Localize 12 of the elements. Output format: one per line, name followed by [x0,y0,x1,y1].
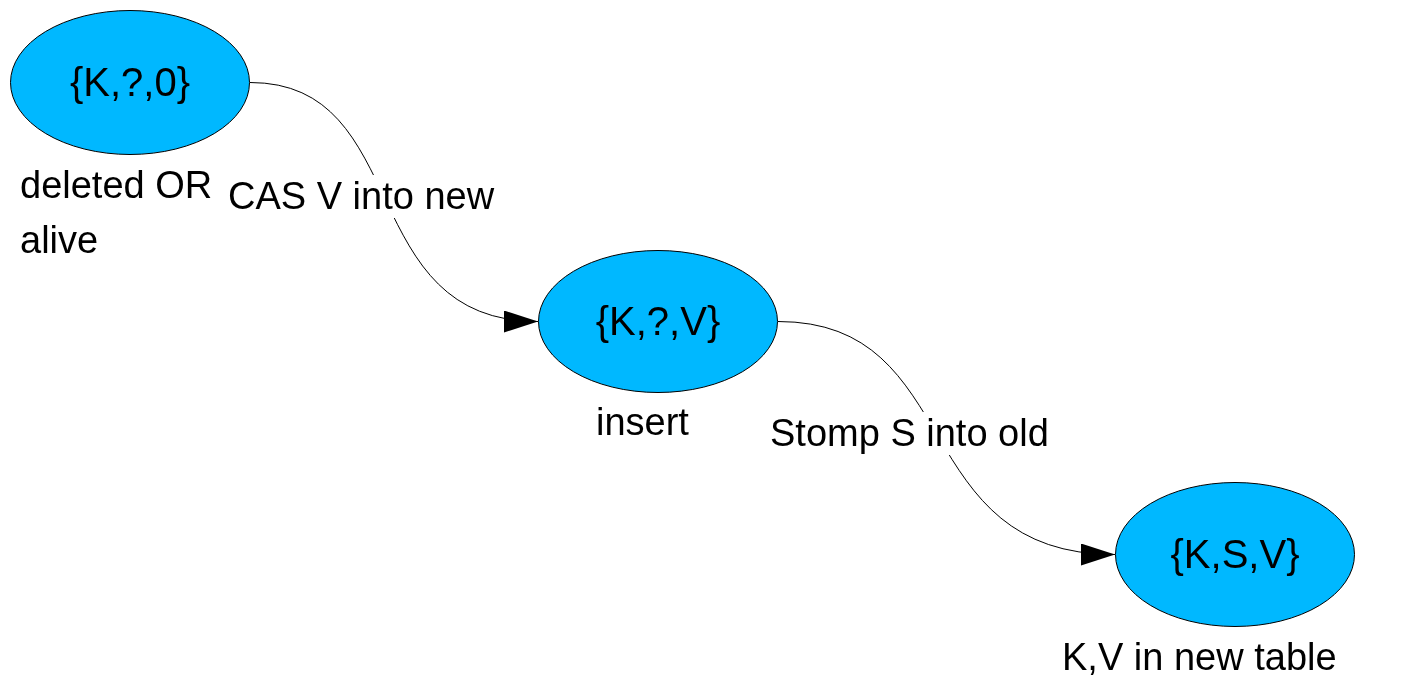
arrow [777,321,1116,564]
state-caption: insert [596,400,690,445]
state-label: {K,?,V} [595,299,721,344]
state-label: {K,S,V} [1170,532,1300,577]
state-ellipse [10,10,250,155]
arrow [249,82,539,330]
edge-label: CAS V into new [226,175,497,218]
state-ellipse [538,250,778,393]
state-caption: K,V in new table [1062,635,1338,677]
state-label: {K,?,0} [69,60,191,105]
state-ellipse [1115,482,1355,627]
state-caption: deleted OR alive [20,163,214,264]
